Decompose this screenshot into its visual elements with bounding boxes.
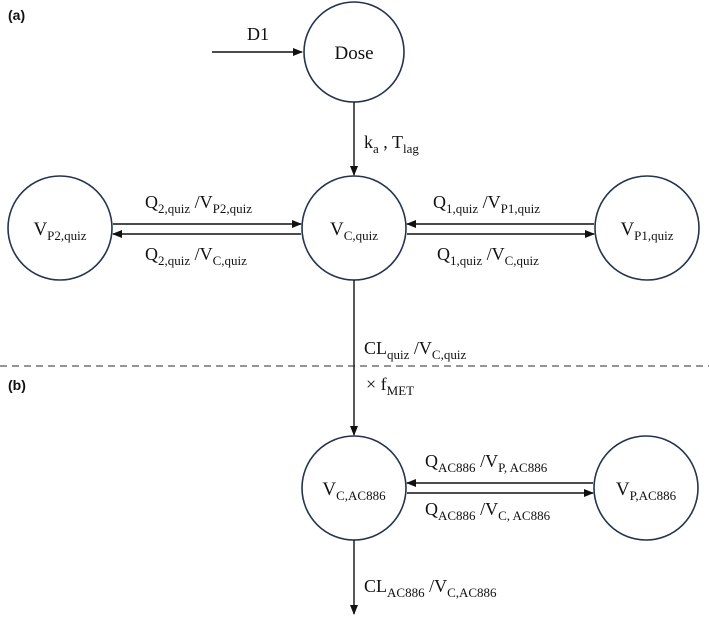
qac-to-central-label: QAC886 /VP, AC886 bbox=[425, 451, 548, 475]
svg-text:VP,AC886: VP,AC886 bbox=[616, 479, 677, 503]
svg-text:VC,AC886: VC,AC886 bbox=[322, 479, 386, 503]
qac-from-central-label: QAC886 /VC, AC886 bbox=[425, 499, 551, 523]
q1-from-central-label: Q1,quiz /VC,quiz bbox=[437, 244, 539, 268]
node-vp-ac886: VP,AC886 bbox=[593, 435, 699, 541]
node-vc-ac886: VC,AC886 bbox=[301, 435, 407, 541]
cl-quiz-label: CLquiz /VC,quiz bbox=[364, 338, 466, 362]
panel-label-b: (b) bbox=[8, 377, 26, 393]
node-dose-label: Dose bbox=[334, 43, 373, 64]
node-vp2-quiz: VP2,quiz bbox=[7, 175, 113, 281]
q1-to-central-label: Q1,quiz /VP1,quiz bbox=[433, 192, 540, 216]
input-label: D1 bbox=[247, 24, 269, 44]
svg-text:VP2,quiz: VP2,quiz bbox=[33, 219, 86, 243]
q2-from-central-label: Q2,quiz /VC,quiz bbox=[145, 244, 247, 268]
fmet-label: × fMET bbox=[366, 374, 414, 398]
svg-text:VP1,quiz: VP1,quiz bbox=[620, 219, 673, 243]
q2-to-central-label: Q2,quiz /VP2,quiz bbox=[145, 192, 252, 216]
node-vp1-quiz: VP1,quiz bbox=[594, 175, 700, 281]
svg-text:VC,quiz: VC,quiz bbox=[330, 219, 378, 243]
panel-label-a: (a) bbox=[8, 7, 25, 23]
cl-ac886-label: CLAC886 /VC,AC886 bbox=[364, 576, 497, 600]
node-vc-quiz: VC,quiz bbox=[301, 175, 407, 281]
node-dose: Dose bbox=[303, 1, 405, 103]
absorption-label: ka , Tlag bbox=[364, 132, 419, 156]
